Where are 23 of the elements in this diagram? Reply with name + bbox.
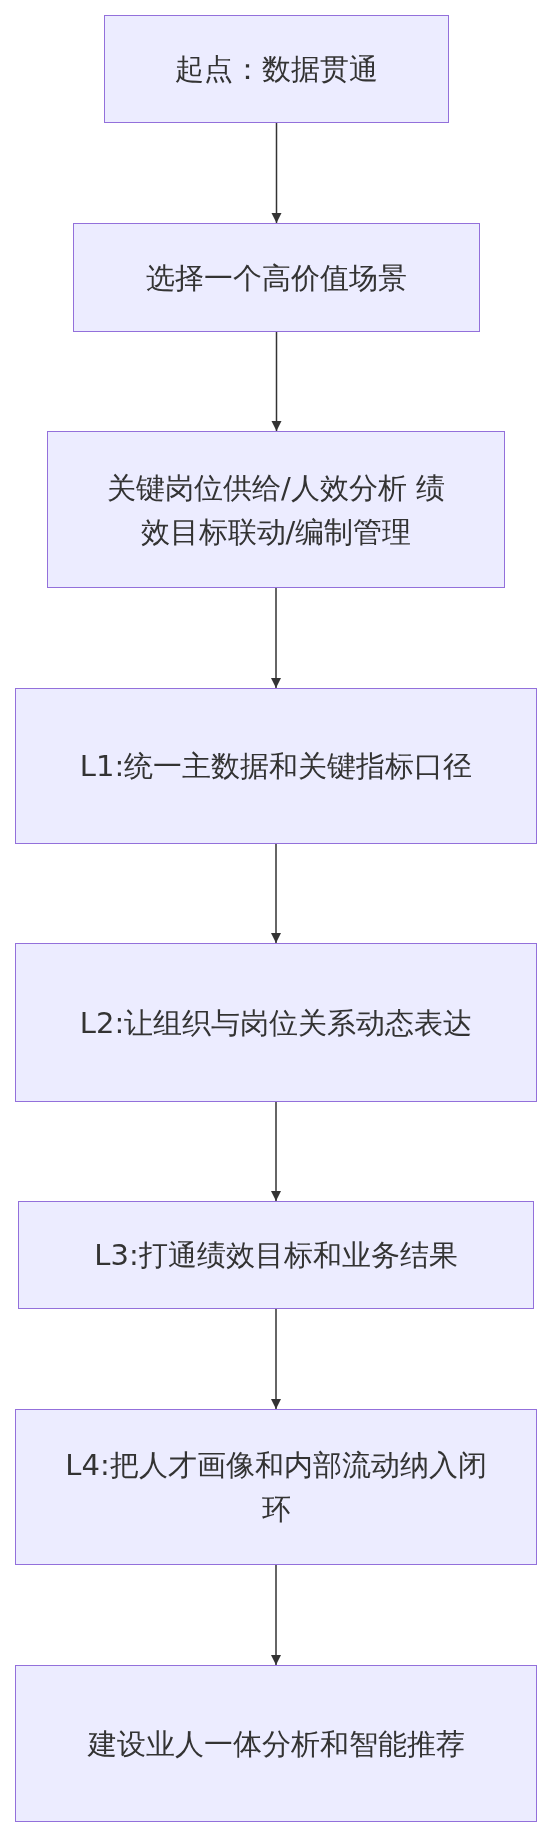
process-box bbox=[18, 1201, 534, 1309]
arrow bbox=[270, 843, 282, 944]
process-box bbox=[73, 223, 480, 332]
arrow bbox=[270, 1564, 282, 1666]
node-label: 起点：数据贯通 bbox=[175, 51, 378, 88]
arrow bbox=[270, 1101, 282, 1202]
arrow bbox=[270, 1308, 282, 1410]
node-label: 选择一个高价值场景 bbox=[146, 259, 407, 297]
node-label: 建设业人一体分析和智能推荐 bbox=[87, 1725, 465, 1763]
process-box bbox=[15, 1409, 537, 1565]
node-label: L1:统一主数据和关键指标口径 bbox=[79, 748, 473, 785]
arrow bbox=[270, 587, 282, 689]
node-label: L3:打通绩效目标和业务结果 bbox=[94, 1237, 458, 1274]
node-label: 关键岗位供给/人效分析 绩效目标联动/编制管理 bbox=[106, 469, 446, 551]
process-box bbox=[15, 1665, 537, 1822]
arrow bbox=[271, 122, 282, 224]
node-label: L2:让组织与岗位关系动态表达 bbox=[79, 1004, 473, 1042]
process-box bbox=[15, 688, 537, 844]
process-box bbox=[47, 431, 505, 588]
process-box bbox=[15, 943, 537, 1102]
node-label: L4:把人才画像和内部流动纳入闭环 bbox=[64, 1447, 488, 1528]
process-box bbox=[104, 15, 449, 123]
arrow bbox=[271, 331, 282, 432]
